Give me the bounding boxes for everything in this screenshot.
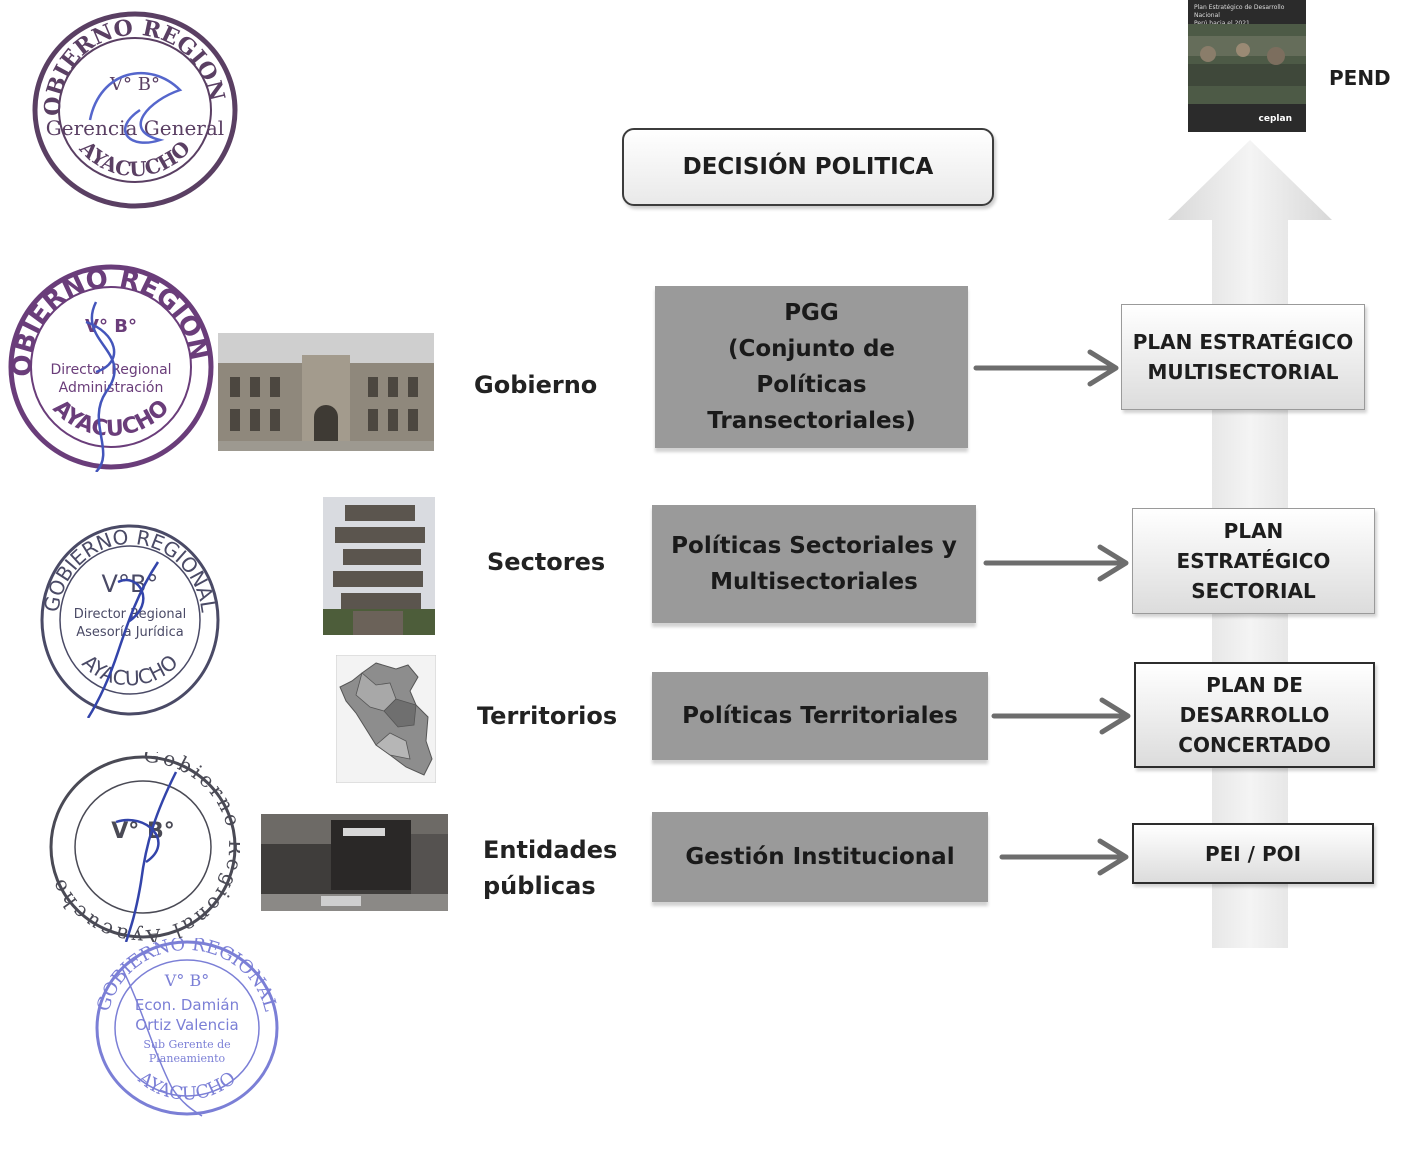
svg-text:AYACUCHO: AYACUCHO: [78, 650, 183, 691]
plan-text: PLAN DE DESARROLLO CONCERTADO: [1178, 673, 1331, 757]
stamp-planeamiento: GOBIERNO REGIONAL AYACUCHO V° B° Econ. D…: [93, 938, 281, 1117]
stamp-administracion: GOBIERNO REGIONAL AYACUCHO V° B° Directo…: [6, 262, 214, 472]
pend-cover-image: Plan Estratégico de Desarrollo Nacional …: [1188, 0, 1306, 132]
level-label-territorios: Territorios: [477, 702, 618, 730]
svg-text:Administración: Administración: [59, 380, 164, 396]
plan-box-concertado: PLAN DE DESARROLLO CONCERTADO: [1134, 662, 1375, 768]
svg-text:V° B°: V° B°: [164, 971, 209, 990]
ministry-building-photo: [323, 497, 435, 635]
svg-text:Econ. Damián: Econ. Damián: [135, 996, 239, 1014]
arrow-territorios: [991, 697, 1131, 735]
plan-text: PEI / POI: [1204, 841, 1302, 866]
public-entity-photo: [261, 814, 448, 911]
ceplan-logo: ceplan: [1258, 114, 1292, 124]
plan-box-multisectorial: PLAN ESTRATÉGICO MULTISECTORIAL: [1121, 304, 1365, 410]
policy-text: Gestión Institucional: [685, 844, 955, 870]
svg-text:V° B°: V° B°: [109, 74, 160, 95]
plan-text: PLAN ESTRATÉGICO SECTORIAL: [1176, 519, 1331, 603]
policy-box-entidades: Gestión Institucional: [652, 812, 988, 902]
svg-text:V° B°: V° B°: [85, 316, 137, 337]
svg-text:Director Regional: Director Regional: [50, 362, 171, 378]
government-palace-photo: [218, 333, 434, 451]
svg-text:AYACUCHO: AYACUCHO: [48, 395, 174, 442]
stamp-gobierno-regional-ayacucho: Gobierno Regional Ayacucho V° B°: [46, 752, 240, 942]
plan-box-sectorial: PLAN ESTRATÉGICO SECTORIAL: [1132, 508, 1375, 614]
stamp-gerencia-general: GOBIERNO REGIONAL AYACUCHO V° B° Gerenci…: [30, 10, 238, 209]
svg-text:Ortiz Valencia: Ortiz Valencia: [135, 1016, 238, 1034]
peru-map-photo: [336, 655, 436, 783]
arrow-entidades: [999, 838, 1129, 876]
policy-box-territorios: Políticas Territoriales: [652, 672, 988, 760]
pend-label: PEND: [1329, 66, 1391, 90]
decision-label: DECISIÓN POLITICA: [682, 154, 934, 180]
plan-box-pei-poi: PEI / POI: [1132, 823, 1374, 884]
level-label-entidades: Entidades públicas: [483, 836, 618, 900]
plan-text: PLAN ESTRATÉGICO MULTISECTORIAL: [1132, 330, 1354, 384]
svg-text:Asesoría Jurídica: Asesoría Jurídica: [76, 625, 183, 640]
svg-text:Sub Gerente de: Sub Gerente de: [143, 1038, 230, 1051]
arrow-gobierno: [973, 349, 1119, 387]
svg-text:GOBIERNO REGIONAL: GOBIERNO REGIONAL: [30, 10, 230, 116]
svg-text:Gerencia General: Gerencia General: [46, 116, 224, 140]
policy-text: Políticas Territoriales: [682, 703, 958, 729]
level-label-sectores: Sectores: [487, 548, 606, 576]
svg-text:AYACUCHO: AYACUCHO: [133, 1067, 240, 1105]
policy-text: PGG (Conjunto de Políticas Transectorial…: [707, 300, 916, 434]
decision-box: DECISIÓN POLITICA: [622, 128, 994, 206]
svg-text:Planeamiento: Planeamiento: [149, 1052, 226, 1065]
stamp-asesoria-juridica: GOBIERNO REGIONAL AYACUCHO V°B° Director…: [39, 524, 221, 718]
policy-text: Políticas Sectoriales y Multisectoriales: [671, 533, 957, 595]
policy-box-gobierno: PGG (Conjunto de Políticas Transectorial…: [655, 286, 968, 448]
policy-box-sectores: Políticas Sectoriales y Multisectoriales: [652, 505, 976, 623]
level-label-gobierno: Gobierno: [474, 371, 598, 399]
arrow-sectores: [983, 544, 1129, 582]
crowd-photo: [1188, 24, 1306, 104]
pend-cover-title: Plan Estratégico de Desarrollo Nacional …: [1194, 4, 1285, 27]
